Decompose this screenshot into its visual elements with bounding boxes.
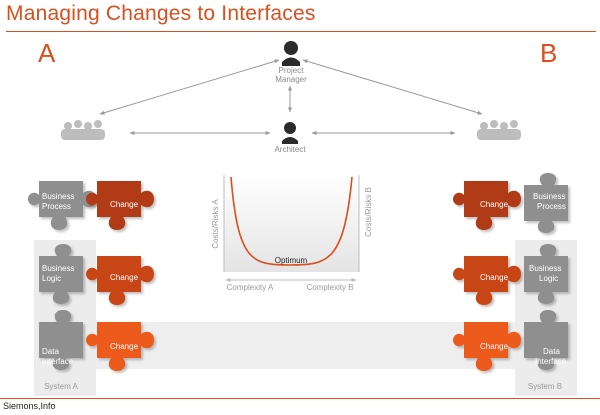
business-logic-a-line1: Business <box>42 264 74 273</box>
change-label-a1: Change <box>110 200 139 209</box>
data-interface-b-line1: Data <box>543 347 560 356</box>
business-process-a-line2: Process <box>42 202 71 211</box>
business-process-b-line1: Business <box>533 192 565 201</box>
change-label-a2: Change <box>110 273 139 282</box>
change-label-b1: Change <box>480 200 509 209</box>
data-interface-a-line1: Data <box>42 347 59 356</box>
architect-icon <box>282 122 298 144</box>
optimum-curve <box>230 176 353 266</box>
communication-arrows <box>99 59 483 135</box>
side-b-label: B <box>540 38 558 68</box>
business-process-a-line1: Business <box>42 192 74 201</box>
change-label-b2: Change <box>480 273 509 282</box>
complexity-a-label: Complexity A <box>227 283 274 292</box>
optimum-chart-background <box>224 175 359 272</box>
data-interface-a-line2: Interface <box>42 357 74 366</box>
project-manager-label-line1: Project <box>279 66 305 75</box>
business-logic-b-line1: Business <box>529 264 561 273</box>
optimum-label: Optimum <box>275 256 308 265</box>
team-a-icon <box>61 120 105 140</box>
change-label-a3: Change <box>110 342 139 351</box>
system-a-label: System A <box>44 382 78 391</box>
complexity-b-label: Complexity B <box>306 283 353 292</box>
project-manager-label-line2: Manager <box>275 75 307 84</box>
business-process-b-line2: Process <box>537 202 566 211</box>
change-label-b3: Change <box>480 342 509 351</box>
team-b-icon <box>477 120 521 140</box>
system-b-label: System B <box>528 382 562 391</box>
side-a-label: A <box>38 38 56 68</box>
business-logic-a-line2: Logic <box>42 274 61 283</box>
business-logic-b-line2: Logic <box>539 274 558 283</box>
data-interface-b-line2: Interface <box>535 357 567 366</box>
project-manager-icon <box>282 41 300 66</box>
footer-credit: Siemons,Info <box>3 401 56 411</box>
costs-risks-a-label: Costs/Risks A <box>211 199 220 249</box>
architect-label: Architect <box>274 145 306 154</box>
page-title: Managing Changes to Interfaces <box>6 2 316 25</box>
footer-divider <box>0 398 600 399</box>
interface-band <box>96 322 516 369</box>
costs-risks-b-label: Costs/Risks B <box>364 187 373 237</box>
title-divider <box>6 31 596 32</box>
